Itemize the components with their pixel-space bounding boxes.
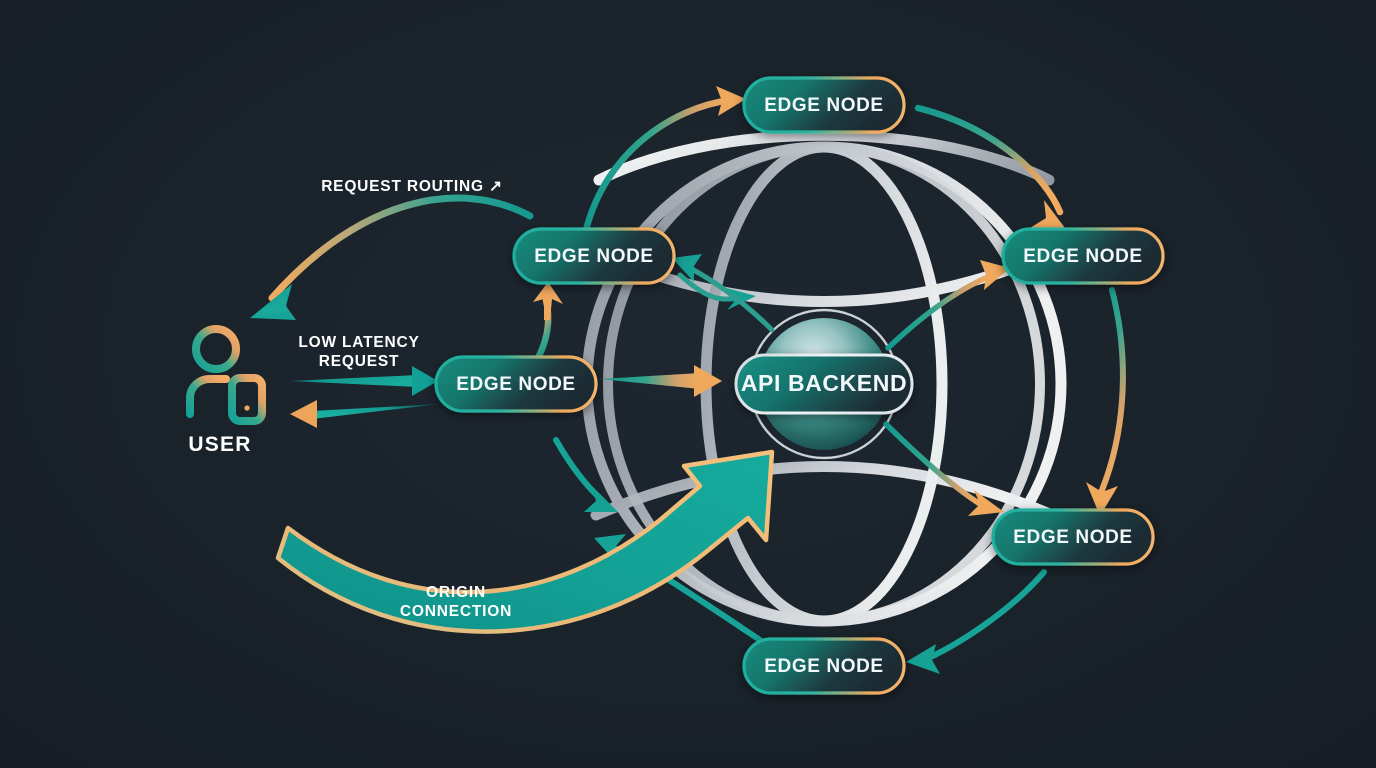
edge-node-right-upper-label: EDGE NODE	[1023, 246, 1142, 267]
arrow-backend-to-right-lower	[883, 421, 1004, 516]
arrow-backend-to-right-upper	[885, 260, 1010, 351]
annotation-request-routing: REQUEST ROUTING ↗	[321, 178, 503, 195]
edge-node-top-label: EDGE NODE	[764, 95, 883, 116]
arrow-origin-connection	[275, 449, 775, 634]
edge-node-bottom-label: EDGE NODE	[764, 656, 883, 677]
arrow-right-lower-to-bottom	[906, 569, 1047, 674]
arrow-top-to-right-upper	[914, 104, 1068, 232]
edge-node-upper-left-label: EDGE NODE	[534, 246, 653, 267]
api-backend-label: API BACKEND	[741, 370, 907, 396]
arrow-edge-to-user	[290, 400, 440, 428]
arrow-routing-to-user	[250, 194, 534, 320]
annotation-low-latency-line1: LOW LATENCY	[298, 334, 419, 351]
arrow-mid-left-to-backend	[600, 365, 722, 397]
annotation-origin-connection-line2: CONNECTION	[400, 603, 512, 620]
edge-node-mid-left-label: EDGE NODE	[456, 374, 575, 395]
edge-node-mid-left[interactable]: EDGE NODE	[434, 355, 598, 413]
edge-node-upper-left[interactable]: EDGE NODE	[512, 227, 676, 285]
arrow-edge-mid-to-upper	[533, 282, 563, 364]
annotation-origin-connection-line1: ORIGIN	[426, 584, 486, 601]
arrow-upper-left-to-top	[582, 86, 746, 234]
edge-node-bottom[interactable]: EDGE NODE	[742, 637, 906, 695]
edge-node-right-lower[interactable]: EDGE NODE	[991, 508, 1155, 566]
annotation-low-latency-line2: REQUEST	[319, 353, 400, 370]
user-icon	[186, 325, 266, 425]
arrow-right-upper-to-lower	[1086, 287, 1126, 516]
connection-arrows	[250, 86, 1126, 674]
api-backend-node[interactable]: API BACKEND	[734, 353, 914, 415]
edge-nodes: EDGE NODE EDGE NODE EDGE NODE EDGE NODE …	[434, 76, 1165, 695]
arrow-upper-left-down	[553, 437, 618, 512]
annotation-user-label: USER	[188, 433, 251, 456]
arrow-user-to-edge	[290, 366, 438, 396]
edge-node-right-lower-label: EDGE NODE	[1013, 527, 1132, 548]
edge-node-top[interactable]: EDGE NODE	[742, 76, 906, 134]
annotations: REQUEST ROUTING ↗ LOW LATENCY REQUEST OR…	[188, 178, 512, 620]
arrow-backend-to-mid-left	[672, 254, 775, 333]
edge-node-right-upper[interactable]: EDGE NODE	[1001, 227, 1165, 285]
